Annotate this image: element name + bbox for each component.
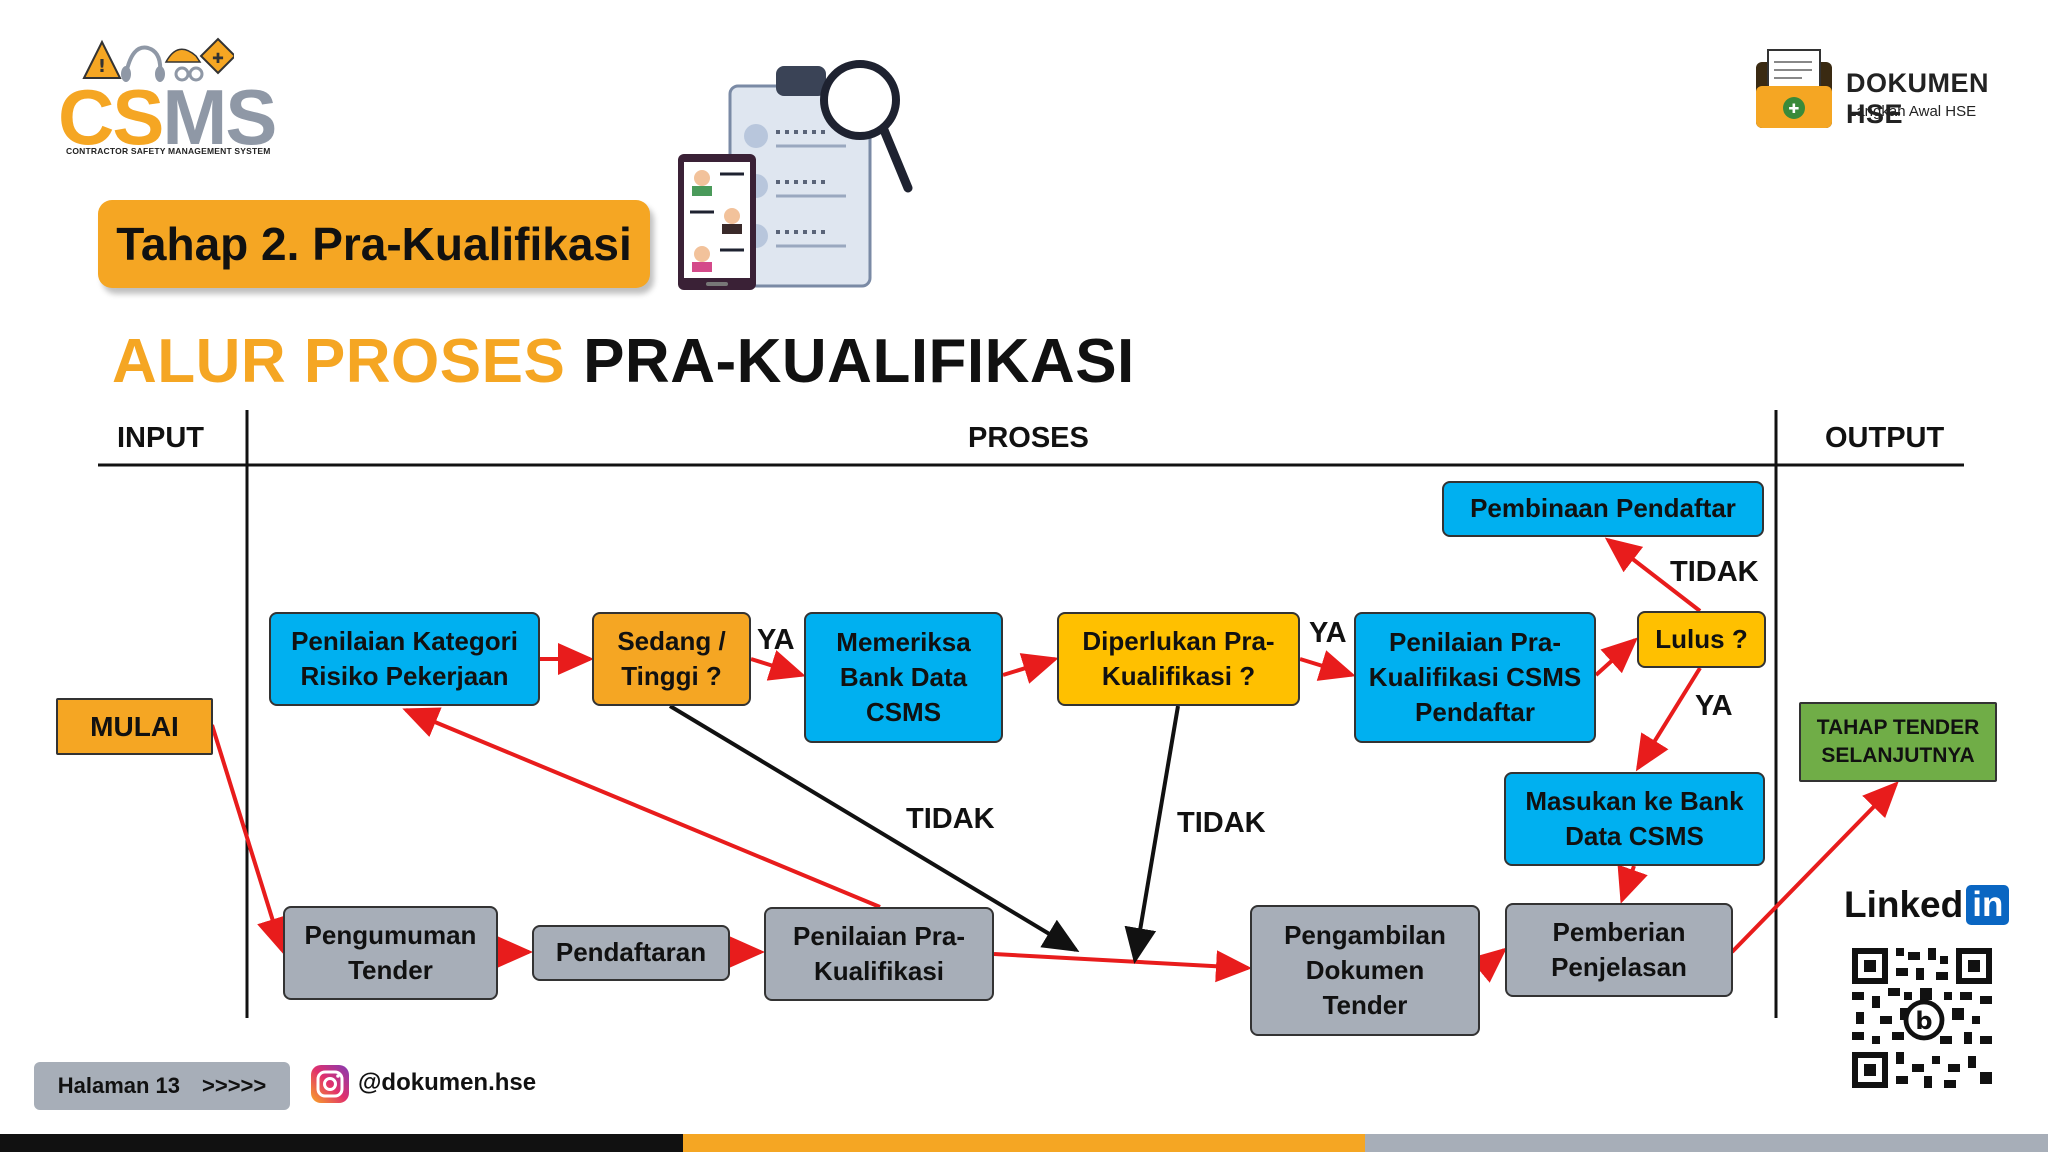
label-ya-lulus: YA: [1695, 690, 1733, 722]
instagram-icon: [311, 1065, 349, 1103]
node-tahap-tender: TAHAP TENDER SELANJUTNYA: [1799, 702, 1997, 782]
arrow-mulai-pengumuman: [210, 724, 288, 954]
arrow-sedang-memeriksa: [750, 650, 806, 681]
node-pemberian: Pemberian Penjelasan: [1505, 903, 1733, 997]
arrow-penilaian-csms-lulus: [1594, 637, 1638, 677]
node-memeriksa: Memeriksa Bank Data CSMS: [804, 612, 1003, 743]
node-mulai: MULAI: [56, 698, 213, 755]
arrow-pengambilan-pemberian: [1469, 947, 1508, 983]
node-penilaian-kategori: Penilaian Kategori Risiko Pekerjaan: [269, 612, 540, 706]
node-pengumuman: Pengumuman Tender: [283, 906, 498, 1000]
clipboard-checklist-icon: [728, 66, 872, 288]
arrow-penilaian-pengambilan: [993, 950, 1252, 983]
arrow-diperlukan-tidak: [1124, 705, 1180, 964]
node-pendaftaran: Pendaftaran: [532, 925, 730, 981]
brand-name: DOKUMEN HSE: [1846, 68, 1989, 129]
node-penilaian-prakual-csms: Penilaian Pra-Kualifikasi CSMS Pendaftar: [1354, 612, 1596, 743]
node-sedang-tinggi: Sedang / Tinggi ?: [592, 612, 751, 706]
instagram-handle[interactable]: @dokumen.hse: [358, 1069, 537, 1096]
svg-text:b: b: [1915, 1007, 1932, 1035]
next-arrows: >>>>>: [202, 1073, 267, 1098]
label-tidak-lulus: TIDAK: [1670, 556, 1759, 588]
arrow-lulus-pembinaan: [1604, 537, 1702, 613]
node-masukan-bank: Masukan ke Bank Data CSMS: [1504, 772, 1765, 866]
node-penilaian-prakual: Penilaian Pra-Kualifikasi: [764, 907, 994, 1001]
label-tidak-sedang: TIDAK: [906, 803, 995, 835]
page-indicator[interactable]: Halaman 13>>>>>: [34, 1062, 290, 1110]
arrow-memeriksa-diperlukan: [1002, 653, 1059, 684]
tablet-profiles-icon: [678, 154, 756, 290]
label-ya-diperlukan: YA: [1309, 617, 1347, 649]
magnifier-icon: [820, 60, 913, 193]
document-folder-icon: ✚: [1756, 49, 1832, 128]
node-diperlukan: Diperlukan Pra-Kualifikasi ?: [1057, 612, 1300, 706]
node-lulus: Lulus ?: [1637, 611, 1766, 668]
node-pembinaan: Pembinaan Pendaftar: [1442, 481, 1764, 537]
page-title: ALUR PROSES PRA-KUALIFIKASI: [112, 327, 1135, 396]
linkedin-icon: in: [1966, 885, 2010, 925]
qr-code-icon[interactable]: b: [1848, 944, 1996, 1092]
arrow-lulus-masukan: [1635, 666, 1702, 772]
label-ya-sedang: YA: [757, 624, 795, 656]
label-tidak-diperlukan: TIDAK: [1177, 807, 1266, 839]
svg-text:✚: ✚: [212, 51, 224, 67]
csms-logo-text: CSMS: [58, 73, 277, 161]
arrow-diperlukan-penilaian-csms: [1299, 650, 1356, 681]
svg-text:!: !: [98, 56, 106, 77]
csms-logo-subtitle: CONTRACTOR SAFETY MANAGEMENT SYSTEM: [66, 146, 271, 156]
arrow-sedang-tidak: [668, 704, 1080, 953]
bottom-color-bar: [0, 1134, 2048, 1152]
arrow-penilaian-kategori: [402, 707, 881, 909]
column-header-input: INPUT: [117, 422, 204, 454]
svg-text:✚: ✚: [1789, 102, 1800, 117]
arrow-pemberian-tahap: [1730, 781, 1899, 954]
stage-badge: Tahap 2. Pra-Kualifikasi: [98, 200, 650, 288]
node-pengambilan: Pengambilan Dokumen Tender: [1250, 905, 1480, 1036]
column-header-process: PROSES: [968, 422, 1089, 454]
hazard-signs-icon: ! ✚: [82, 37, 234, 82]
arrow-masukan-pemberian: [1617, 864, 1648, 904]
column-header-output: OUTPUT: [1825, 422, 1945, 454]
brand-tagline: Langkah Awal HSE: [1848, 103, 1977, 120]
